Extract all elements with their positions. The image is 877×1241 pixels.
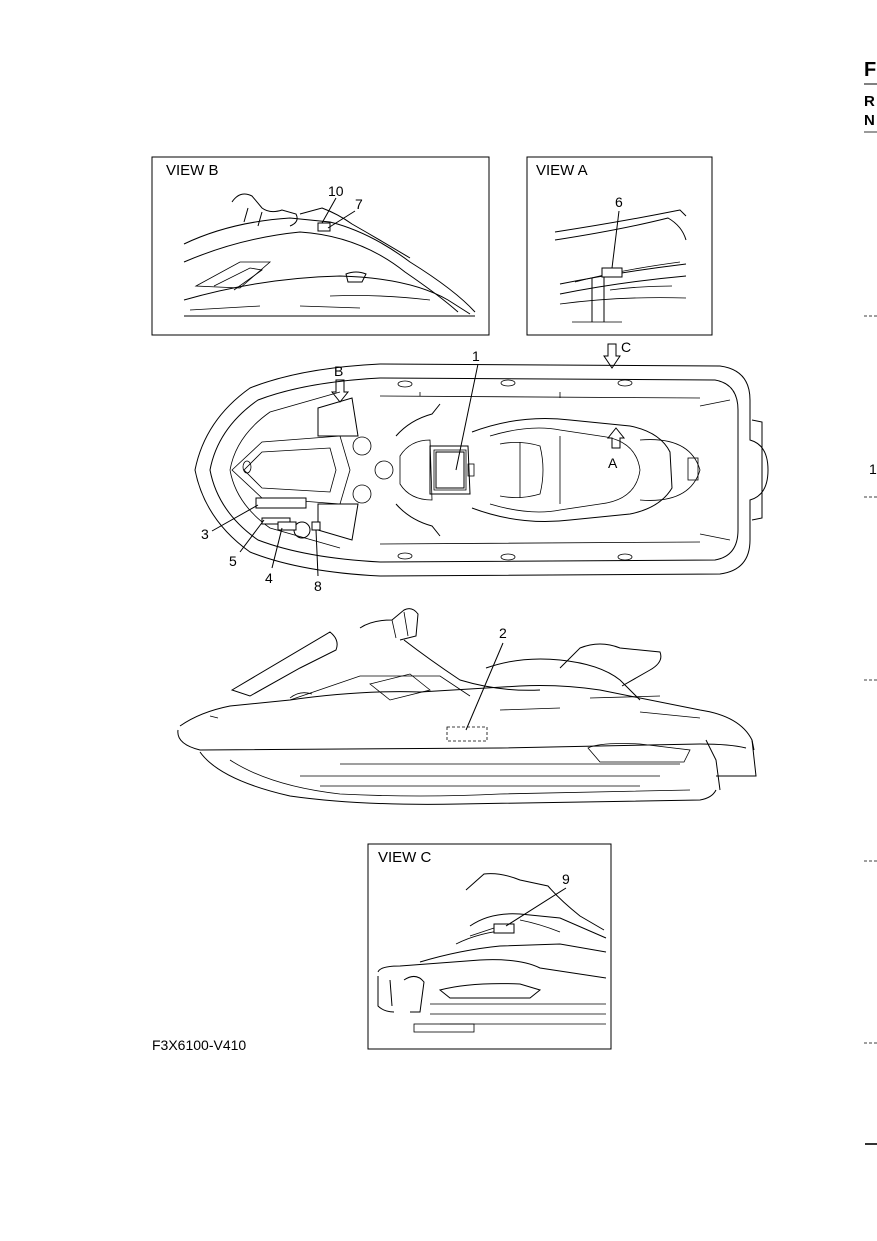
view-b-title: VIEW B — [166, 162, 219, 179]
callout-9: 9 — [562, 871, 570, 887]
callout-10: 10 — [328, 183, 344, 199]
callout-3-leader — [211, 504, 259, 532]
arrow-down-icon — [330, 379, 350, 403]
label-5-tag — [261, 517, 291, 525]
view-c-craft-drawing — [377, 873, 607, 1033]
callout-6: 6 — [615, 194, 623, 210]
callout-4: 4 — [265, 570, 273, 586]
callout-3: 3 — [201, 526, 209, 542]
label-9-tag — [493, 923, 515, 934]
callout-8-leader — [315, 529, 319, 577]
callout-6-leader — [611, 210, 620, 269]
callout-9-leader — [505, 887, 567, 927]
callout-2-leader — [465, 642, 504, 731]
label-8-tag — [311, 521, 321, 531]
callout-1-leader — [455, 363, 479, 471]
edge-letter-r: R — [864, 93, 875, 110]
view-b-frame — [151, 156, 490, 336]
edge-mark-1: 1 — [869, 461, 877, 477]
callout-4-leader — [271, 527, 283, 569]
view-arrow-a-label: A — [608, 455, 618, 471]
view-a-title: VIEW A — [536, 162, 588, 179]
view-c-title: VIEW C — [378, 849, 432, 866]
callout-10-leader — [321, 197, 337, 224]
edge-letter-n: N — [864, 112, 875, 129]
callout-5-leader — [239, 519, 265, 553]
page-edge: F R N 1 — [864, 59, 877, 1145]
view-a-frame — [526, 156, 713, 336]
callout-5: 5 — [229, 553, 237, 569]
callout-1: 1 — [472, 348, 480, 364]
view-a-craft-drawing — [554, 209, 687, 323]
callout-7: 7 — [355, 196, 363, 212]
view-b-panel: VIEW B 10 7 — [151, 156, 490, 336]
view-arrow-b-label: B — [334, 363, 343, 379]
side-view-craft — [177, 608, 757, 805]
view-arrow-c: C — [603, 339, 631, 369]
view-arrow-a: A — [606, 427, 626, 471]
top-view-craft — [194, 363, 769, 577]
callout-7-leader — [327, 210, 356, 229]
view-c-panel: VIEW C 9 — [367, 843, 612, 1050]
edge-letter-f: F — [864, 59, 876, 81]
view-a-panel: VIEW A 6 — [526, 156, 713, 336]
label-7-tag — [317, 222, 331, 232]
label-4-tag — [277, 521, 297, 531]
arrow-up-icon — [606, 427, 626, 449]
callout-8: 8 — [314, 578, 322, 594]
view-arrow-c-label: C — [621, 339, 631, 355]
view-b-craft-drawing — [183, 193, 476, 317]
view-arrow-b: B — [330, 363, 350, 403]
callout-2: 2 — [499, 625, 507, 641]
label-2-tag — [446, 726, 488, 742]
label-3-tag — [255, 497, 307, 509]
arrow-down-icon — [603, 343, 621, 369]
view-c-frame — [367, 843, 612, 1050]
label-6-tag — [601, 267, 623, 278]
label-1-tag — [435, 451, 465, 489]
figure-code: F3X6100-V410 — [152, 1037, 246, 1053]
